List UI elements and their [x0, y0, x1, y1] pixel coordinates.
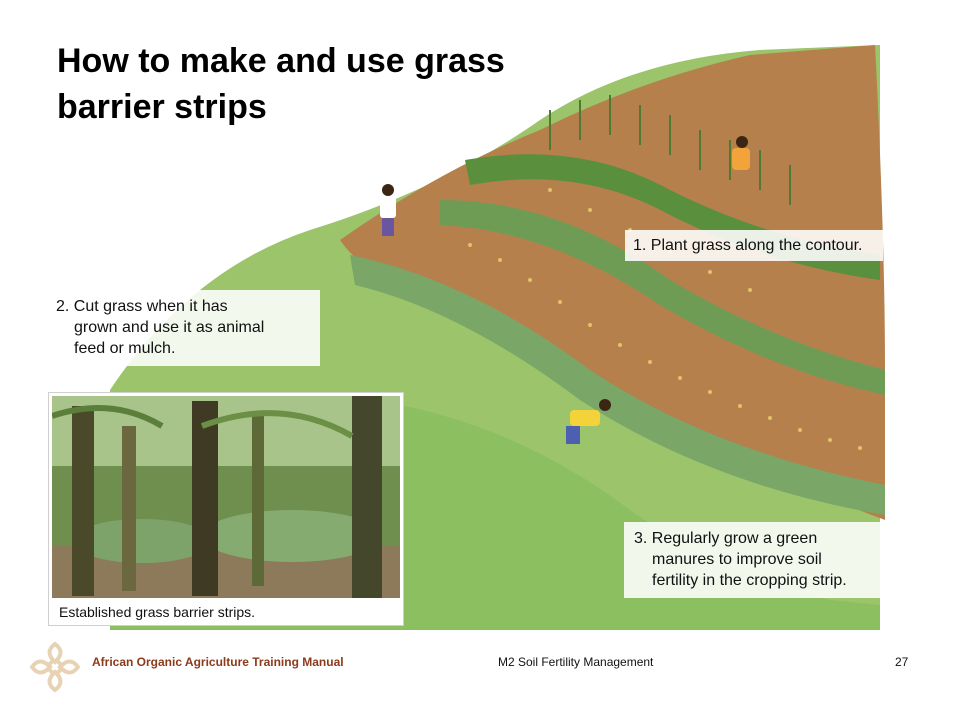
photo-caption: Established grass barrier strips.	[59, 604, 256, 620]
title-line-2: barrier strips	[57, 88, 267, 126]
callout-step-3-line-1: 3. Regularly grow a green	[634, 530, 818, 547]
banana-grass-photo	[52, 396, 400, 598]
callout-step-2-line-2: grown and use it as animal	[74, 319, 265, 336]
callout-step-3-line-2: manures to improve soil	[652, 551, 822, 568]
footer-module: M2 Soil Fertility Management	[498, 655, 654, 669]
callout-step-2-line-3: feed or mulch.	[74, 340, 176, 357]
title-line-1: How to make and use grass	[57, 42, 505, 80]
callout-step-3: 3. Regularly grow a green manures to imp…	[624, 522, 886, 598]
callout-step-2: 2. Cut grass when it has grown and use i…	[50, 290, 320, 366]
callout-step-3-line-3: fertility in the cropping strip.	[652, 572, 847, 589]
farmer-cutting-grass	[566, 399, 611, 444]
callout-step-1: 1. Plant grass along the contour.	[625, 230, 883, 261]
callout-step-1-text: 1. Plant grass along the contour.	[633, 237, 863, 254]
farmer-planting	[732, 136, 750, 170]
footer-manual-title: African Organic Agriculture Training Man…	[92, 655, 344, 669]
photo-inset: Established grass barrier strips.	[48, 392, 404, 626]
slide-title: How to make and use grass barrier strips	[57, 38, 577, 130]
footer-page-number: 27	[895, 655, 909, 669]
knot-flower-logo-icon	[29, 641, 81, 693]
callout-step-2-line-1: 2. Cut grass when it has	[56, 298, 228, 315]
farmer-carrying-grass	[380, 184, 396, 236]
